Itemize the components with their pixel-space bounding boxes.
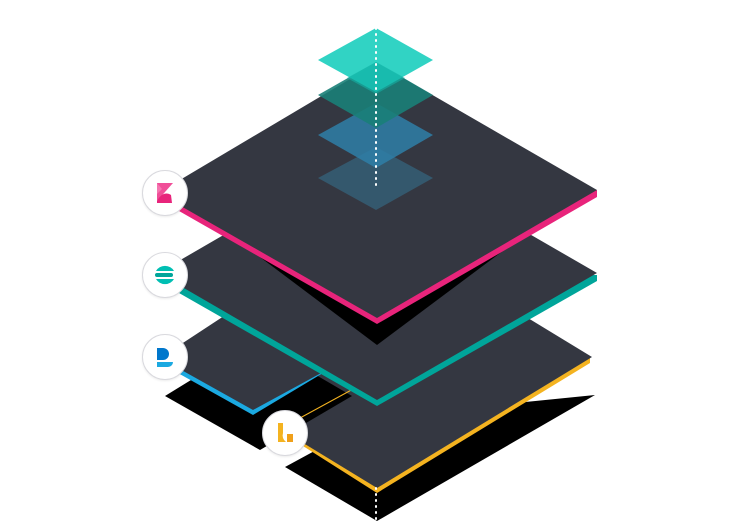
- kibana-icon: [157, 183, 173, 203]
- floating-tile-1: [318, 28, 433, 92]
- beats-icon: [157, 348, 173, 367]
- elasticsearch-icon: [155, 265, 174, 285]
- beats-badge: [142, 334, 188, 380]
- elasticsearch-badge: [142, 252, 188, 298]
- logstash-icon: [278, 423, 293, 442]
- logstash-badge: [262, 410, 308, 456]
- kibana-badge: [142, 170, 188, 216]
- logstash-connector: [299, 387, 356, 419]
